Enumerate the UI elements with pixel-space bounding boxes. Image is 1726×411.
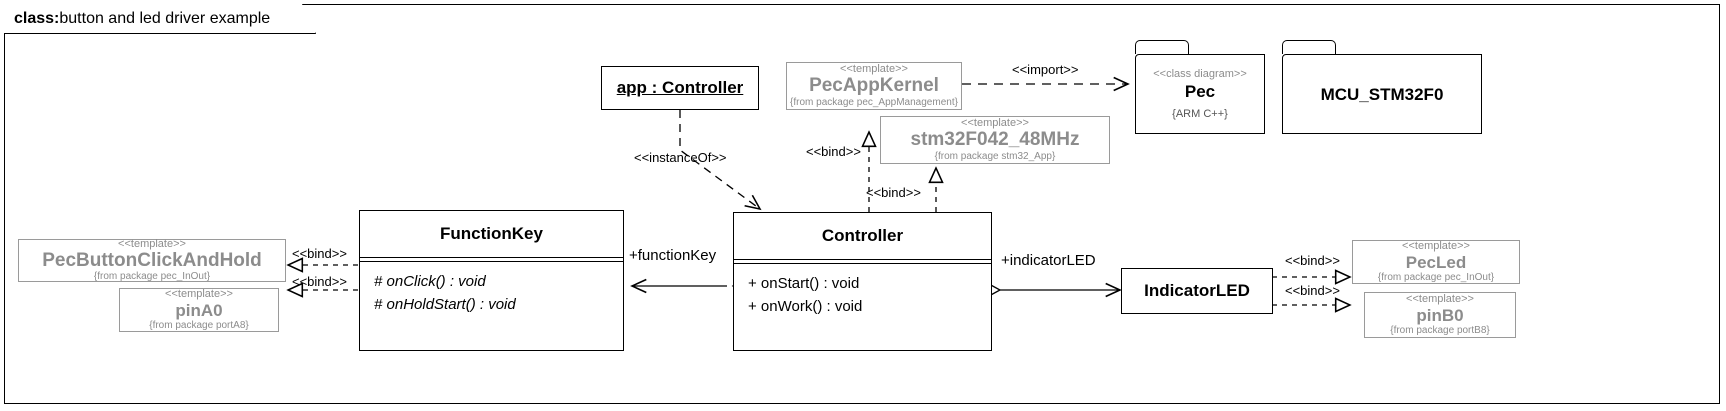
edge-label-bind-pinb0: <<bind>> (1285, 283, 1340, 298)
template-name: PecButtonClickAndHold (42, 249, 262, 271)
class-controller[interactable]: Controller + onStart() : void + onWork()… (733, 212, 992, 351)
template-from-package: {from package pec_InOut} (1377, 271, 1495, 283)
template-stereotype: <<template>> (1406, 293, 1474, 306)
edge-label-bind-stm32: <<bind>> (866, 185, 921, 200)
attribute-compartment (360, 257, 623, 262)
package-tab (1135, 40, 1189, 54)
template-from-package: {from package portB8} (1390, 324, 1490, 336)
diagram-frame-tab: class: button and led driver example (4, 4, 316, 34)
class-indicatorled[interactable]: IndicatorLED (1121, 268, 1273, 314)
template-from-package: {from package stm32_App} (934, 150, 1056, 162)
edge-label-bind-pecbutton: <<bind>> (292, 246, 347, 261)
template-stm32f042[interactable]: <<template>> stm32F042_48MHz {from packa… (880, 116, 1110, 164)
edge-label-bind-pecled: <<bind>> (1285, 253, 1340, 268)
edge-label-bind-pina0: <<bind>> (292, 274, 347, 289)
operation-item: # onClick() : void (374, 273, 486, 290)
template-stereotype: <<template>> (118, 237, 186, 250)
template-stereotype: <<template>> (165, 288, 233, 301)
role-label-functionkey: +functionKey (629, 247, 717, 264)
class-name: FunctionKey (440, 224, 543, 243)
class-name: IndicatorLED (1144, 281, 1250, 300)
package-stereotype: <<class diagram>> (1153, 68, 1247, 80)
template-pina0[interactable]: <<template>> pinA0 {from package portA8} (119, 288, 279, 332)
package-body: <<class diagram>> Pec {ARM C++} (1135, 54, 1265, 134)
package-note: {ARM C++} (1172, 108, 1228, 120)
operation-item: + onWork() : void (748, 298, 863, 316)
template-name: PecAppKernel (809, 75, 939, 97)
template-stereotype: <<template>> (840, 63, 908, 76)
instance-app-controller[interactable]: app : Controller (601, 66, 759, 110)
operation-compartment: # onClick() : void # onHoldStart() : voi… (360, 262, 623, 317)
package-pec[interactable]: <<class diagram>> Pec {ARM C++} (1135, 40, 1265, 134)
edge-label-import: <<import>> (1012, 62, 1079, 77)
operation-compartment: + onStart() : void + onWork() : void (734, 264, 991, 319)
class-functionkey[interactable]: FunctionKey # onClick() : void # onHoldS… (359, 210, 624, 351)
template-pecappkernel[interactable]: <<template>> PecAppKernel {from package … (786, 62, 962, 110)
template-stereotype: <<template>> (1402, 240, 1470, 253)
package-body: MCU_STM32F0 (1282, 54, 1482, 134)
template-name: stm32F042_48MHz (910, 129, 1080, 151)
diagram-frame (4, 4, 1720, 404)
template-pinb0[interactable]: <<template>> pinB0 {from package portB8} (1364, 292, 1516, 338)
template-name: pinB0 (1416, 305, 1464, 325)
edge-label-bind-kernel: <<bind>> (806, 144, 861, 159)
template-stereotype: <<template>> (961, 117, 1029, 130)
operation-item: + onStart() : void (748, 275, 860, 292)
template-name: PecLed (1405, 252, 1467, 272)
package-name: MCU_STM32F0 (1320, 85, 1444, 104)
template-from-package: {from package pec_InOut} (93, 271, 211, 283)
template-pecled[interactable]: <<template>> PecLed {from package pec_In… (1352, 240, 1520, 284)
template-name: pinA0 (175, 300, 223, 320)
class-name: Controller (821, 226, 904, 245)
package-tab (1282, 40, 1336, 54)
role-label-indicatorled: +indicatorLED (1001, 252, 1096, 269)
template-pecbuttonclickandhold[interactable]: <<template>> PecButtonClickAndHold {from… (18, 237, 286, 283)
edge-label-instance-of: <<instanceOf>> (634, 150, 727, 165)
package-name: Pec (1184, 82, 1216, 101)
template-from-package: {from package portA8} (149, 319, 249, 331)
instance-label: app : Controller (616, 78, 744, 97)
frame-name: button and led driver example (59, 9, 271, 27)
template-from-package: {from package pec_AppManagement} (790, 96, 958, 108)
attribute-compartment (734, 259, 991, 264)
operation-item: # onHoldStart() : void (374, 296, 516, 314)
frame-keyword: class: (14, 9, 60, 27)
package-mcu-stm32f0[interactable]: MCU_STM32F0 (1282, 40, 1482, 134)
